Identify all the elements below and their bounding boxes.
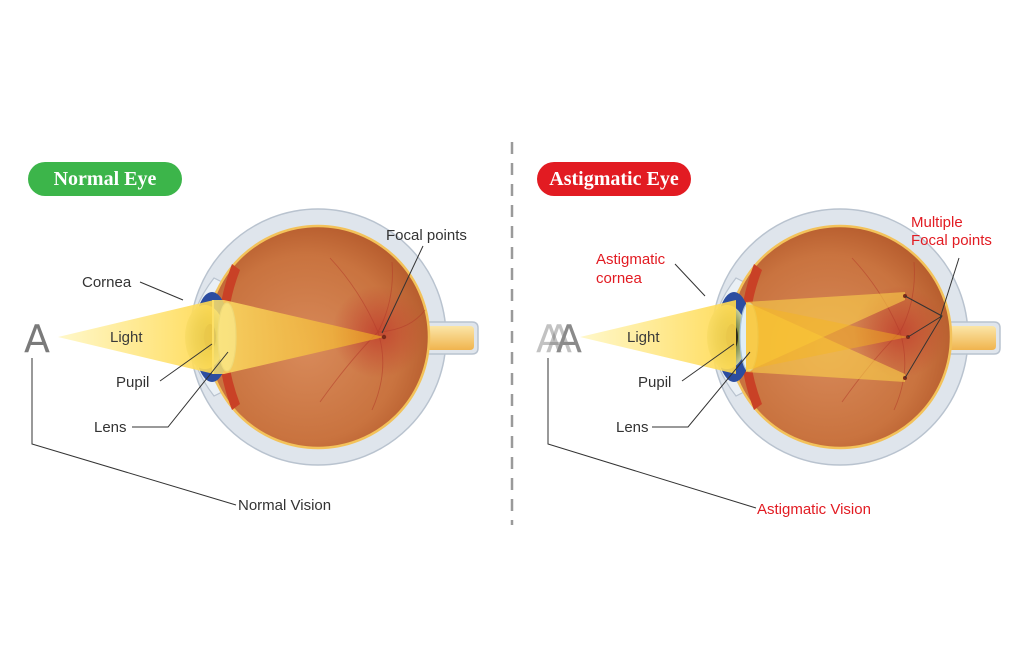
astigmatic-cornea-label-line1: Astigmatic: [596, 251, 666, 268]
normal-vision-label: Normal Vision: [238, 497, 332, 514]
left-eye: [58, 208, 479, 466]
lens-label: Lens: [94, 419, 127, 436]
normal-vision-letter: A: [24, 317, 50, 361]
astigmatic-eye-title: Astigmatic Eye: [537, 162, 691, 196]
cornea-label: Cornea: [82, 274, 132, 291]
left-leader-lines: [31, 245, 424, 506]
pupil-label: Pupil: [116, 374, 150, 391]
right-eye: [580, 208, 1001, 466]
lens-label-right: Lens: [616, 419, 649, 436]
light-label-right: Light: [627, 329, 660, 346]
pupil-label-right: Pupil: [638, 374, 672, 391]
multiple-focal-points-label-line2: Focal points: [911, 232, 992, 249]
multiple-focal-points-label-line1: Multiple: [911, 214, 963, 231]
focal-points-label: Focal points: [386, 227, 467, 244]
astigmatic-cornea-label-line2: cornea: [596, 270, 642, 287]
astigmatic-letter-ghost-1: A: [536, 317, 562, 361]
right-leader-lines: [547, 257, 960, 509]
astigmatic-vision-letter: A: [556, 317, 582, 361]
astigmatic-vision-label: Astigmatic Vision: [757, 501, 871, 518]
light-label: Light: [110, 329, 143, 346]
normal-eye-title: Normal Eye: [28, 162, 182, 196]
astigmatic-letter-ghost-2: A: [546, 317, 572, 361]
